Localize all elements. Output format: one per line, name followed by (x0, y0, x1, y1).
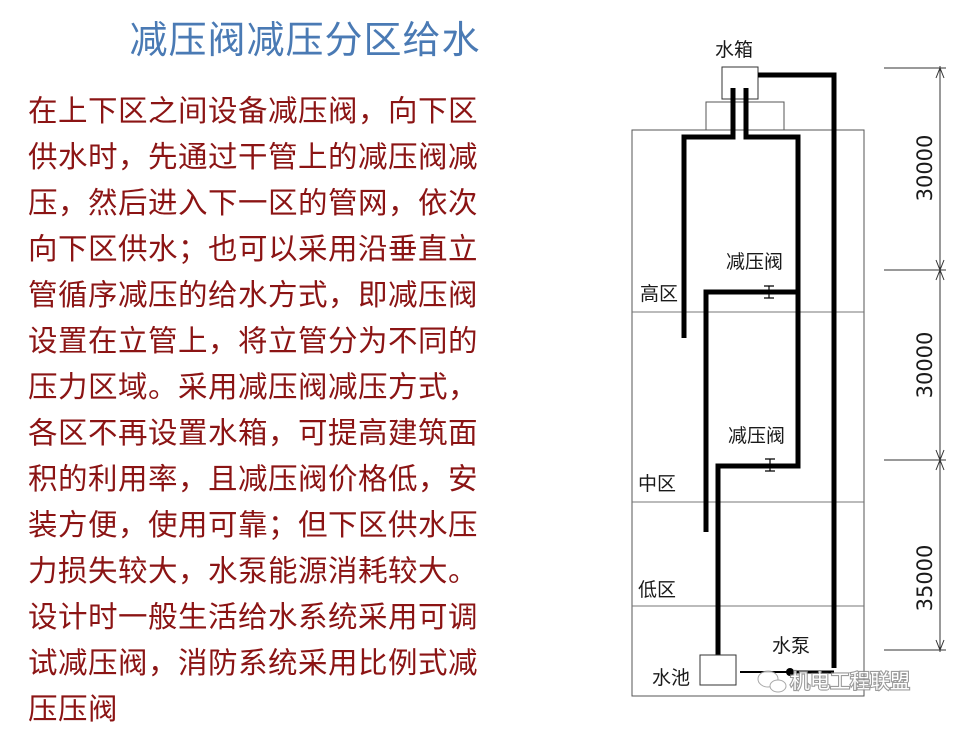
high-zone-pipe (681, 88, 736, 338)
water-supply-diagram: 水箱 减压阀 减压阀 高区 中区 低区 水池 水泵 30000 (631, 39, 946, 697)
dimension-label-bottom: 35000 (913, 545, 937, 612)
prv-valve-icon (764, 285, 774, 299)
body-line: 试减压阀，消防系统采用比例式减 (28, 646, 479, 680)
watermark-text: 机电工程联盟 (790, 669, 910, 693)
body-line: 向下区供水；也可以采用沿垂直立 (28, 232, 479, 266)
pump-label: 水泵 (772, 635, 810, 657)
prv-label-upper: 减压阀 (726, 251, 783, 273)
mid-zone-pipe (703, 289, 798, 532)
dimension-label-middle: 30000 (913, 332, 937, 399)
prv-valve-icon (765, 458, 775, 472)
pump-icon (786, 668, 794, 676)
body-line: 供水时，先通过干管上的减压阀减 (28, 140, 479, 174)
pipe-network (681, 72, 837, 674)
body-line: 压压阀 (28, 692, 119, 726)
slide-title: 减压阀减压分区给水 (129, 18, 481, 62)
body-line: 力损失较大，水泵能源消耗较大。 (28, 554, 479, 588)
supply-riser (758, 72, 837, 668)
body-paragraph: 在上下区之间设备减压阀，向下区 供水时，先通过干管上的减压阀减 压，然后进入下一… (28, 88, 598, 732)
zone-label-mid: 中区 (638, 473, 676, 495)
body-line: 积的利用率，且减压阀价格低，安 (28, 462, 479, 496)
wechat-icon (757, 670, 787, 693)
body-line: 设置在立管上，将立管分为不同的 (28, 324, 479, 358)
dimension-label-top: 30000 (913, 135, 937, 202)
body-line: 各区不再设置水箱，可提高建筑面 (28, 416, 479, 450)
pool-label: 水池 (652, 667, 690, 689)
dimension-lines (884, 66, 946, 652)
body-line: 压力区域。采用减压阀减压方式， (28, 370, 479, 404)
low-main-pipe (715, 289, 801, 668)
main-down-pipe (743, 88, 801, 292)
building-outline (631, 129, 865, 697)
body-line: 设计时一般生活给水系统采用可调 (28, 600, 479, 634)
body-line: 装方便，使用可靠；但下区供水压 (28, 508, 479, 542)
zone-label-high: 高区 (640, 283, 678, 305)
prv-label-lower: 减压阀 (728, 425, 785, 447)
water-pool (699, 654, 737, 686)
wechat-watermark: 机电工程联盟 (757, 668, 911, 694)
body-line: 压，然后进入下一区的管网，依次 (28, 186, 479, 220)
body-line: 在上下区之间设备减压阀，向下区 (28, 94, 479, 128)
water-tank (721, 66, 759, 100)
body-line: 管循序减压的给水方式，即减压阀 (28, 278, 479, 312)
zone-label-low: 低区 (638, 579, 676, 601)
tank-label: 水箱 (715, 39, 753, 61)
